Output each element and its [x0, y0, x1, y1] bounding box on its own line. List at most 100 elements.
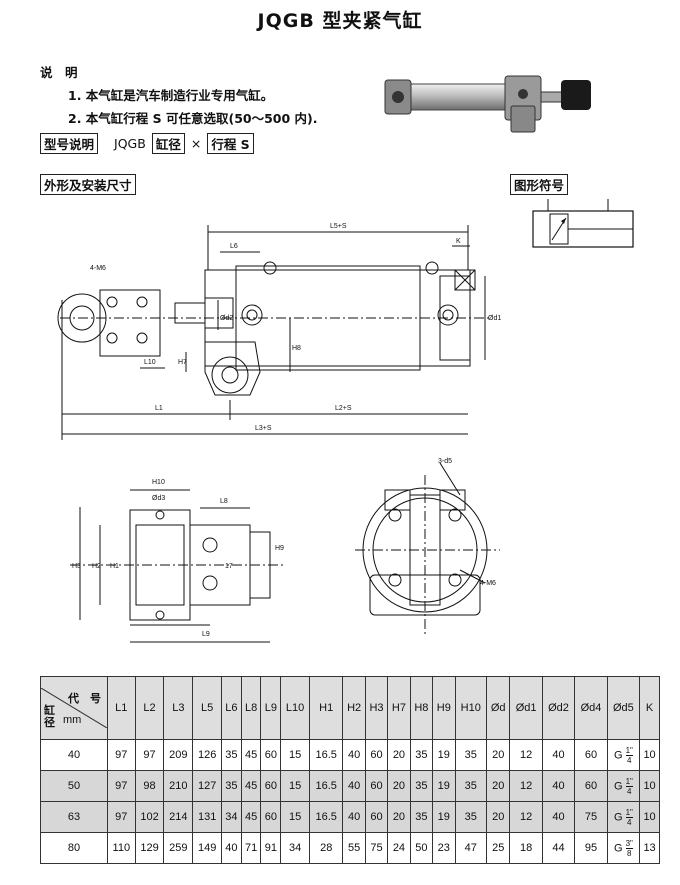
label-l9: L9 [202, 631, 210, 638]
value-cell: 45 [240, 739, 262, 772]
table-header-row: 代 号 缸 径 mm L1 L2 L3 L5 L6 L8 L9 L10 H1 H… [40, 675, 660, 741]
value-cell: 44 [541, 832, 576, 864]
fraction-numerator: 3" [625, 838, 633, 849]
value-cell: 40 [342, 739, 366, 772]
value-cell: 34 [280, 832, 311, 864]
value-cell: 210 [163, 770, 194, 803]
value-cell: 75 [574, 801, 608, 834]
value-cell: 34 [221, 801, 242, 834]
header-cell: H1 [309, 675, 344, 741]
thread-prefix: G [613, 841, 623, 854]
label-h9: H9 [275, 545, 284, 552]
label-ds: 3-d5 [438, 458, 452, 465]
k-cell: 10 [639, 770, 660, 803]
label-seventeen: 17 [225, 563, 233, 570]
corner-bore-2: 径 [44, 717, 55, 730]
fraction-denominator: 4 [626, 786, 632, 796]
label-k: K [456, 238, 461, 245]
value-cell: 24 [387, 832, 411, 864]
value-cell: 60 [364, 770, 389, 803]
value-cell: 35 [454, 801, 488, 834]
bore-cell: 63 [40, 801, 108, 834]
value-cell: 20 [387, 739, 411, 772]
value-cell: 60 [574, 770, 608, 803]
value-cell: 97 [107, 739, 136, 772]
label-l3s: L3+S [255, 425, 272, 432]
value-cell: 102 [134, 801, 165, 834]
value-cell: 18 [509, 832, 543, 864]
header-cell: L6 [221, 675, 242, 741]
value-cell: 97 [107, 801, 136, 834]
value-cell: 50 [409, 832, 434, 864]
fraction-numerator: 1" [625, 776, 633, 787]
thread-prefix: G [613, 811, 623, 824]
value-cell: 60 [260, 801, 282, 834]
value-cell: 131 [192, 801, 223, 834]
value-cell: 20 [387, 801, 411, 834]
model-separator: × [190, 136, 202, 151]
header-cell: Ød5 [606, 675, 641, 741]
header-cell: H8 [409, 675, 434, 741]
header-cell: Ød2 [541, 675, 576, 741]
header-cell: L10 [280, 675, 311, 741]
end-view-drawing: 3-d5 4-M6 [355, 458, 500, 635]
header-cell: H3 [364, 675, 389, 741]
k-cell: 10 [639, 801, 660, 834]
fraction-denominator: 4 [626, 755, 632, 765]
value-cell: 91 [260, 832, 282, 864]
value-cell: 60 [364, 801, 389, 834]
header-cell: K [639, 675, 660, 741]
model-part-bore: 缸径 [151, 133, 185, 154]
value-cell: 12 [509, 801, 543, 834]
k-cell: 13 [639, 832, 660, 864]
value-cell: 16.5 [309, 770, 344, 803]
value-cell: 40 [342, 770, 366, 803]
front-view-drawing: H10 Ød3 L8 L9 H3 H2 H1 H9 17 [70, 479, 285, 643]
label-d3: Ød3 [152, 495, 165, 502]
fraction-denominator: 4 [626, 817, 632, 827]
label-h7: H7 [178, 359, 187, 366]
label-l5s: L5+S [330, 223, 347, 230]
value-cell: 16.5 [309, 801, 344, 834]
notes-heading: 说 明 [40, 65, 78, 80]
value-cell: 129 [134, 832, 165, 864]
value-cell: 35 [221, 739, 242, 772]
value-cell: 40 [221, 832, 242, 864]
value-cell: 20 [486, 801, 511, 834]
value-cell: 40 [541, 770, 576, 803]
corner-unit: mm [63, 714, 82, 727]
k-cell: 10 [639, 739, 660, 772]
header-cell: L9 [260, 675, 282, 741]
model-prefix: JQGB [114, 136, 146, 151]
page-title: JQGB 型夹紧气缸 [257, 10, 423, 32]
cylinder-photo [384, 75, 591, 133]
header-cell: L5 [192, 675, 223, 741]
thread-prefix: G [613, 749, 623, 762]
thread-cell: G 1"4 [606, 801, 641, 834]
label-h1: H1 [110, 563, 119, 570]
corner-bore-1: 缸 [44, 705, 55, 718]
value-cell: 19 [432, 739, 456, 772]
value-cell: 40 [342, 801, 366, 834]
fraction-denominator: 8 [626, 848, 632, 858]
value-cell: 20 [486, 770, 511, 803]
label-l8: L8 [220, 498, 228, 505]
value-cell: 35 [409, 801, 434, 834]
label-h10: H10 [152, 479, 165, 486]
label-l1: L1 [155, 405, 163, 412]
value-cell: 19 [432, 770, 456, 803]
section-symbol: 图形符号 [510, 174, 569, 195]
value-cell: 55 [342, 832, 366, 864]
value-cell: 25 [486, 832, 511, 864]
value-cell: 35 [454, 739, 488, 772]
label-l6: L6 [230, 243, 238, 250]
value-cell: 28 [309, 832, 344, 864]
thread-fraction: 3"8 [625, 838, 633, 858]
value-cell: 40 [541, 801, 576, 834]
value-cell: 75 [364, 832, 389, 864]
fraction-numerator: 1" [625, 807, 633, 818]
pneumatic-symbol [532, 199, 634, 248]
